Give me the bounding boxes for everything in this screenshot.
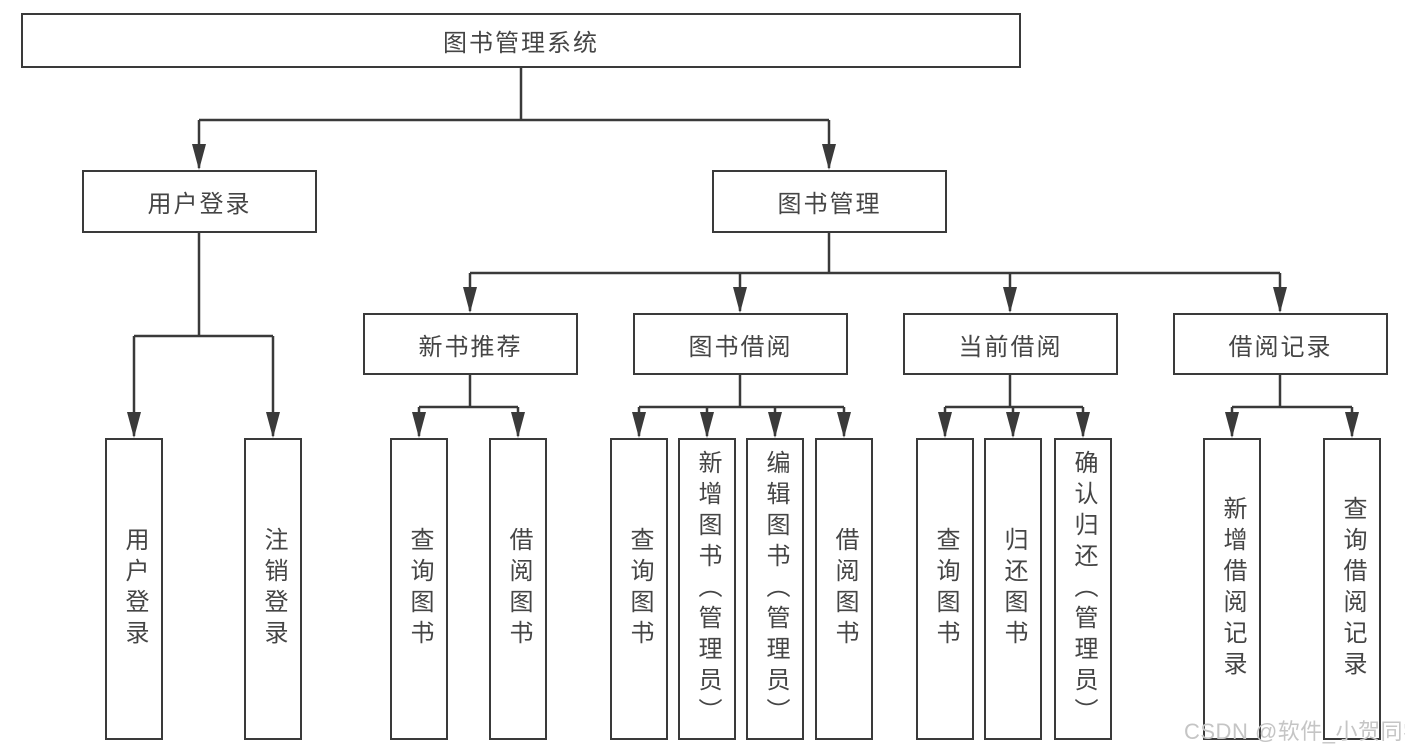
node-current-borrowing: 当前借阅 — [903, 313, 1118, 375]
leaf-logout: 注销登录 — [244, 438, 302, 740]
leaf-query-books-recommend: 查询图书 — [390, 438, 448, 740]
leaf-label: 归还图书 — [1000, 527, 1027, 651]
leaf-label: 借阅图书 — [831, 527, 858, 651]
leaf-user-login: 用户登录 — [105, 438, 163, 740]
leaf-label: 用户登录 — [121, 527, 148, 651]
leaf-label: 查询图书 — [406, 527, 433, 651]
node-root-system: 图书管理系统 — [21, 13, 1021, 68]
node-user-login: 用户登录 — [82, 170, 317, 233]
node-label: 图书借阅 — [688, 333, 793, 361]
leaf-return-books: 归还图书 — [984, 438, 1042, 740]
leaf-label: 新增借阅记录 — [1219, 496, 1246, 682]
leaf-label: 查询图书 — [932, 527, 959, 651]
leaf-confirm-return-admin: 确认归还（管理员） — [1054, 438, 1112, 740]
node-borrowing-records: 借阅记录 — [1173, 313, 1388, 375]
leaf-add-borrow-record: 新增借阅记录 — [1203, 438, 1261, 740]
leaf-edit-books-admin: 编辑图书（管理员） — [746, 438, 804, 740]
leaf-query-books-borrowing: 查询图书 — [610, 438, 668, 740]
csdn-watermark: CSDN @软件_小贺同学 — [1184, 719, 1405, 744]
node-label: 图书管理 — [777, 191, 882, 218]
node-label: 新书推荐 — [418, 333, 523, 361]
leaf-borrow-books-borrowing: 借阅图书 — [815, 438, 873, 740]
node-book-management: 图书管理 — [712, 170, 947, 233]
node-label: 借阅记录 — [1228, 333, 1333, 361]
leaf-label: 借阅图书 — [505, 527, 532, 651]
node-book-borrowing: 图书借阅 — [633, 313, 848, 375]
node-label: 图书管理系统 — [443, 30, 599, 57]
arrowheads — [127, 144, 1359, 438]
leaf-borrow-books-recommend: 借阅图书 — [489, 438, 547, 740]
node-label: 用户登录 — [147, 191, 252, 218]
node-label: 当前借阅 — [958, 333, 1063, 361]
leaf-query-books-current: 查询图书 — [916, 438, 974, 740]
leaf-label: 查询图书 — [626, 527, 653, 651]
tree-edges — [132, 68, 1354, 436]
node-new-book-recommendation: 新书推荐 — [363, 313, 578, 375]
leaf-label: 确认归还（管理员） — [1070, 449, 1097, 729]
leaf-label: 编辑图书（管理员） — [762, 449, 789, 729]
leaf-label: 查询借阅记录 — [1339, 496, 1366, 682]
leaf-label: 新增图书（管理员） — [694, 449, 721, 729]
leaf-query-borrow-record: 查询借阅记录 — [1323, 438, 1381, 740]
leaf-add-books-admin: 新增图书（管理员） — [678, 438, 736, 740]
leaf-label: 注销登录 — [260, 527, 287, 651]
